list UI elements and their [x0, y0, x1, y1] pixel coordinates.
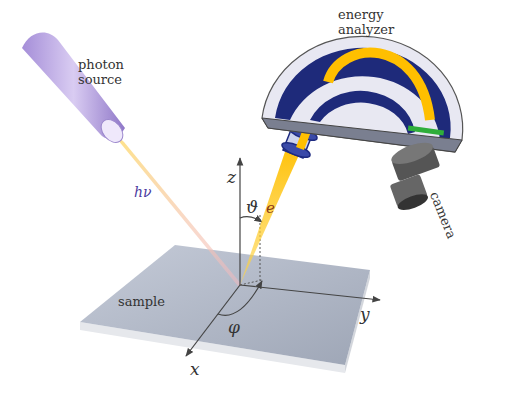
part-name: sample	[118, 295, 165, 310]
part-name: camera	[426, 190, 458, 241]
axis-name: y	[360, 305, 370, 325]
electron-label: e	[266, 200, 275, 217]
part-name: energy analyzer	[338, 8, 408, 38]
photon-label: hν	[134, 184, 152, 200]
angle-symbol: φ	[228, 318, 240, 338]
angle-symbol: ϑ	[246, 198, 258, 218]
axis-name: x	[190, 360, 200, 380]
part-name: photon source	[78, 58, 138, 88]
axis-name: z	[227, 168, 236, 188]
